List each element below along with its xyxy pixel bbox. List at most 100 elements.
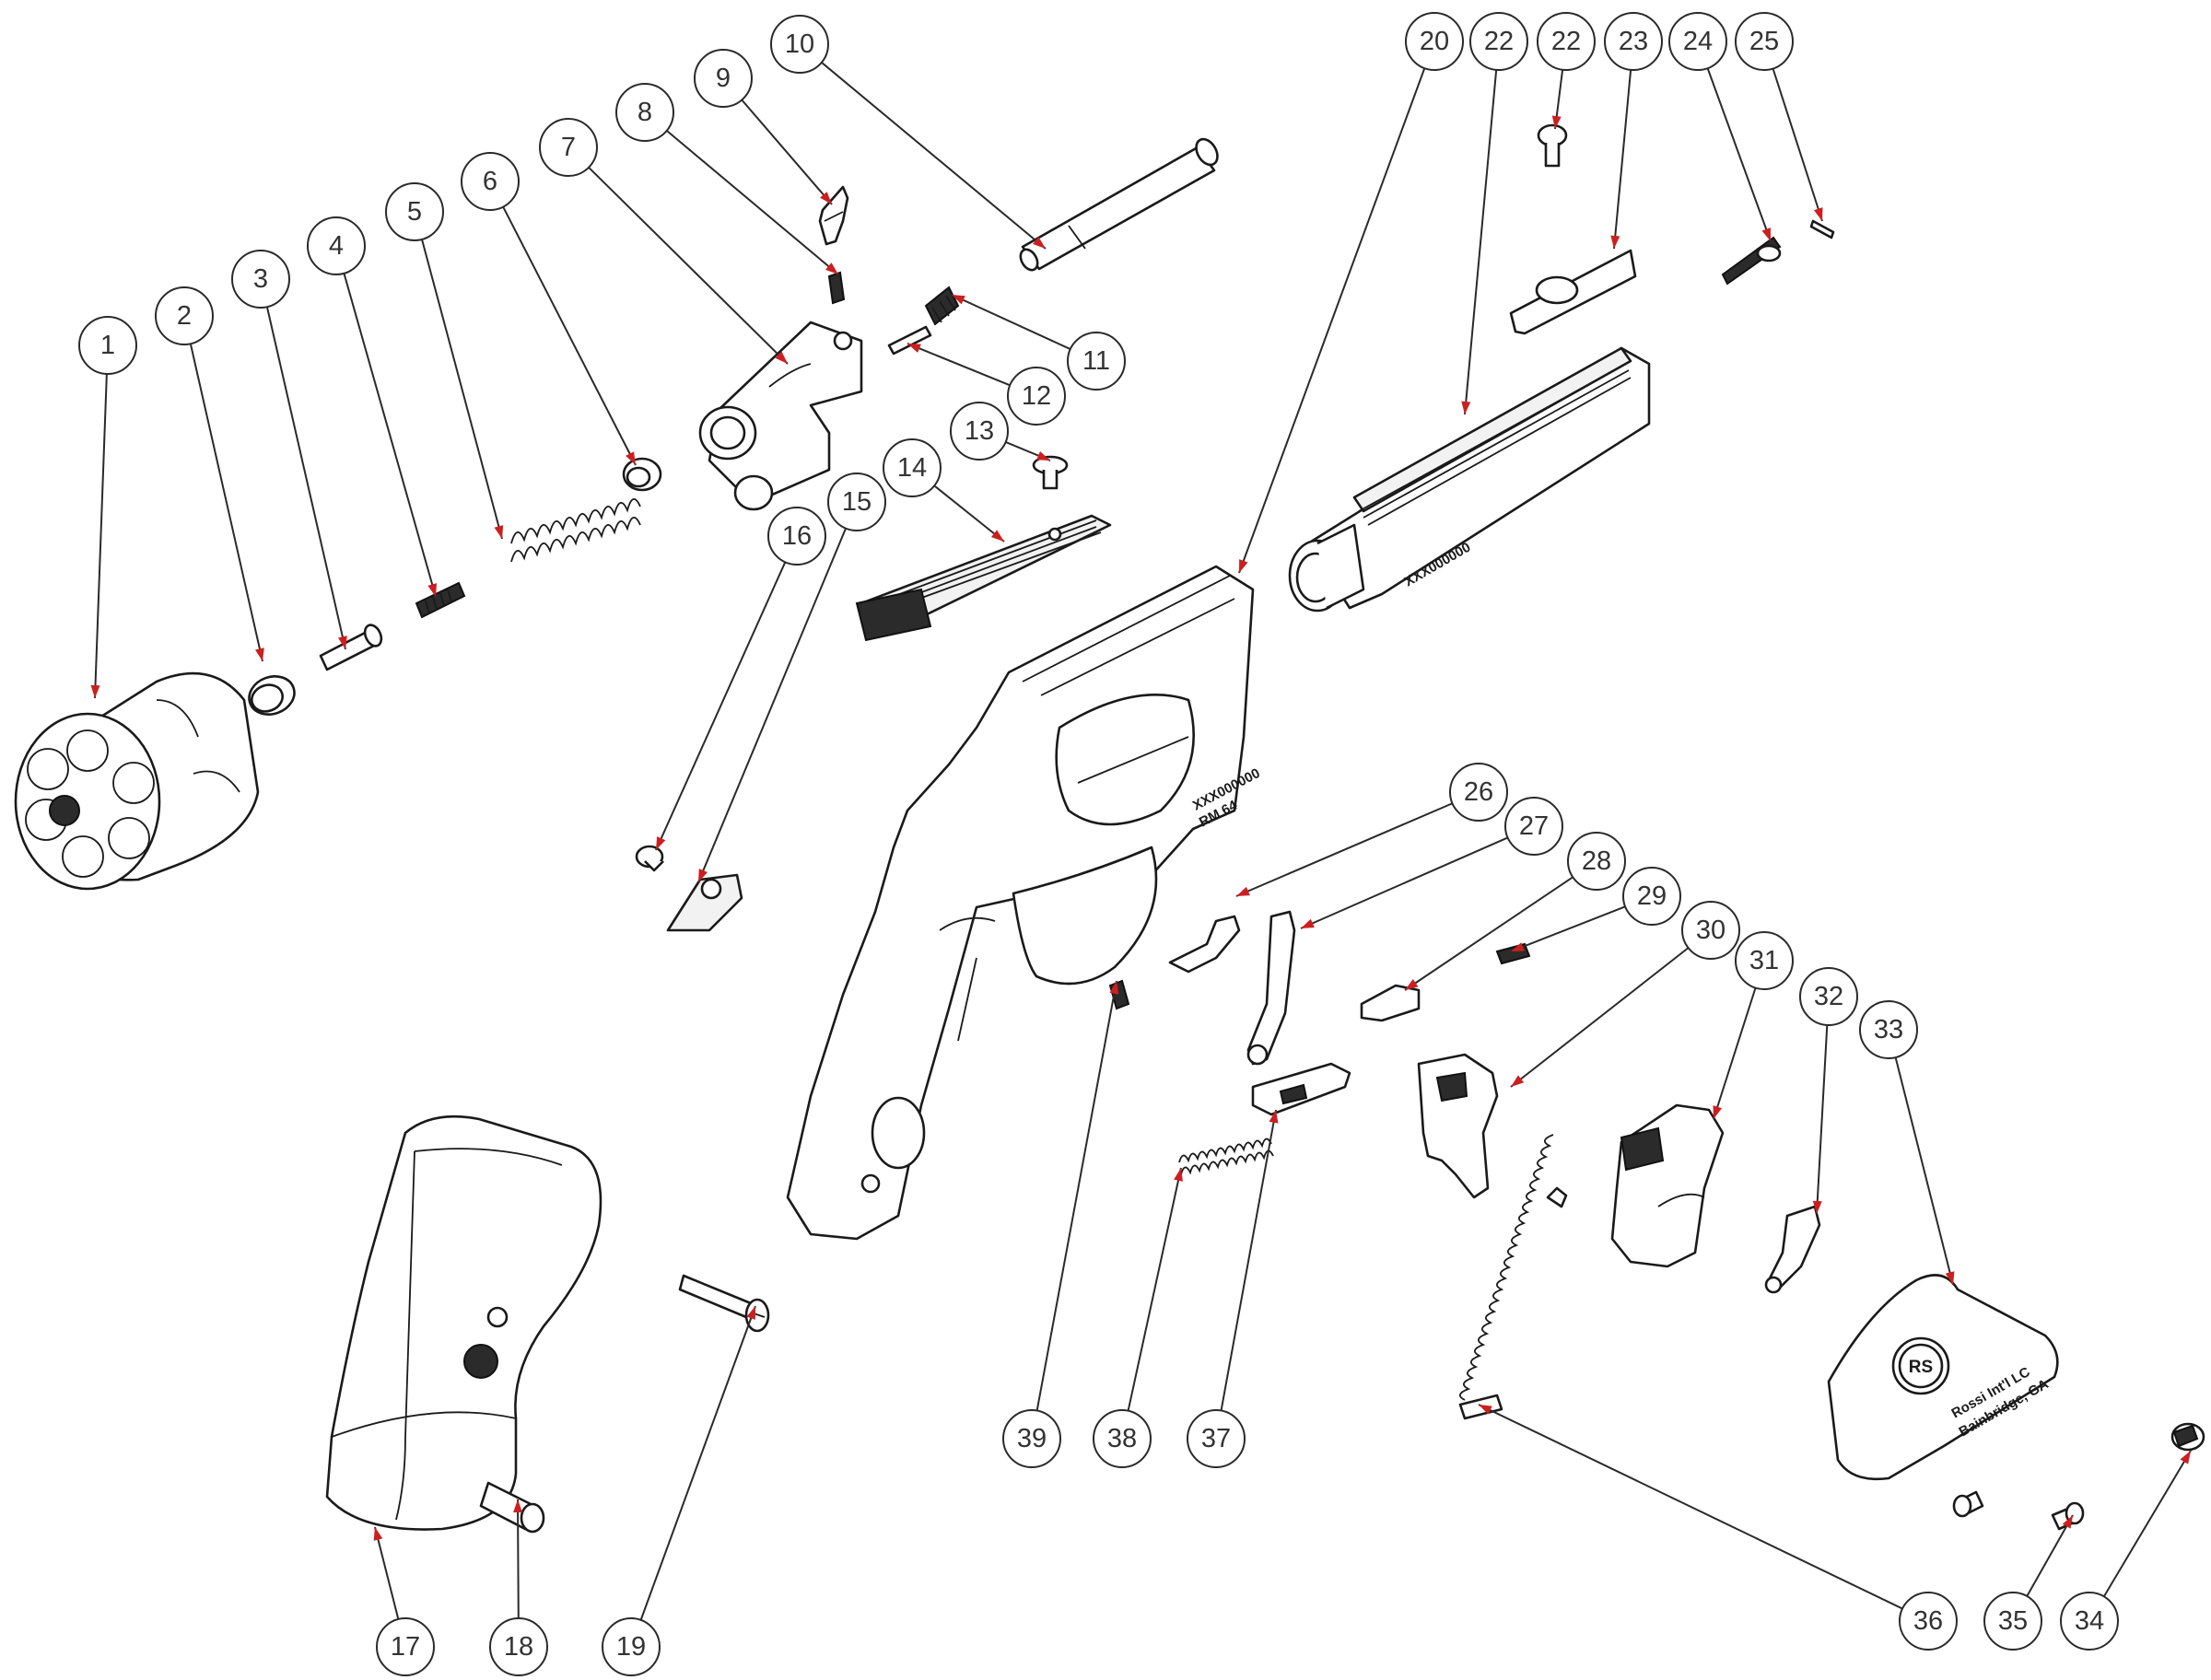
leader-line-5 [421,239,503,540]
callout-circle [694,49,753,108]
callout-27: 27 [1504,797,1563,856]
leader-line-25 [1772,68,1823,222]
callout-1: 1 [78,316,137,375]
leader-arrow-27 [1301,918,1315,928]
part-front-sight [1509,249,1637,335]
leader-arrow-19 [746,1306,755,1320]
callout-circle [539,118,598,177]
callout-circle [1899,1592,1958,1651]
callout-circle [1405,12,1464,71]
callout-label: 6 [483,167,497,196]
part-hammer-nose [1764,1205,1821,1294]
callout-22: 22 [1537,12,1596,71]
callout-label: 11 [1082,346,1110,376]
callout-circle [1504,797,1563,856]
leader-line-37 [1220,1109,1277,1411]
callout-circle [1735,12,1794,71]
callout-label: 37 [1201,1424,1231,1453]
callout-circle [1449,763,1508,822]
callout-35: 35 [1983,1592,2042,1651]
callout-label: 30 [1696,916,1726,945]
callout-circle [827,472,886,531]
leader-arrow-7 [775,351,788,364]
callout-9: 9 [694,49,753,108]
callout-circle [461,152,520,211]
callout-circle [1093,1409,1152,1468]
callout-label: 35 [1998,1606,2028,1636]
leader-arrow-29 [1511,942,1525,951]
leader-arrow-10 [1033,237,1046,249]
callout-24: 24 [1668,12,1727,71]
callout-39: 39 [1002,1409,1061,1468]
leader-line-34 [2102,1450,2192,1597]
callout-4: 4 [307,216,366,275]
part-sight-blade [1721,236,1782,286]
callout-circle [1622,867,1681,926]
leader-line-22 [1464,69,1498,415]
part-screw-13 [1032,455,1069,490]
leader-arrow-28 [1405,979,1419,990]
part-ejector-rod [1019,137,1219,272]
callout-circle [1735,931,1794,990]
callout-circle [489,1617,548,1676]
leader-line-38 [1127,1167,1182,1411]
callout-circle [1681,901,1740,960]
leader-arrow-4 [427,583,437,597]
callout-circle [615,83,674,142]
leader-line-29 [1510,905,1626,952]
callout-label: 18 [504,1632,533,1662]
leader-line-12 [907,343,1011,387]
leader-arrow-30 [1511,1075,1525,1087]
leader-arrow-36 [1479,1405,1492,1415]
callout-circle [1002,1409,1061,1468]
leader-arrow-2 [255,648,264,661]
callout-label: 9 [716,64,731,93]
leader-arrow-5 [494,525,504,539]
callout-circle [770,15,829,74]
callout-2: 2 [155,286,214,345]
sideplate-logo-text: RS [1909,1358,1933,1377]
callout-circle [950,402,1009,461]
leader-line-15 [697,528,848,883]
callout-circle [883,438,942,497]
leader-line-23 [1613,69,1632,250]
leader-arrow-15 [698,869,708,882]
leader-line-35 [2026,1514,2074,1597]
callout-label: 33 [1874,1015,1903,1044]
part-grip-screw [678,1274,770,1333]
callout-label: 3 [253,264,268,294]
callout-circle [1604,12,1663,71]
callout-circle [307,216,366,275]
callout-label: 14 [897,453,927,483]
callout-32: 32 [1799,967,1858,1026]
part-spring-11 [924,286,960,326]
callout-18: 18 [489,1617,548,1676]
leader-arrow-24 [1761,228,1771,241]
callout-label: 16 [782,521,812,551]
leader-arrow-22 [1461,401,1471,414]
callout-12: 12 [1007,367,1066,426]
part-set-screw-8 [827,271,846,305]
leader-arrow-25 [1813,207,1823,221]
callout-31: 31 [1735,931,1794,990]
callout-circle [78,316,137,375]
part-hammer [1610,1103,1725,1268]
leader-line-33 [1894,1056,1954,1286]
callout-circle [602,1617,661,1676]
part-barrel-screw [1537,123,1568,168]
leader-arrow-34 [2180,1451,2191,1464]
part-frame [786,565,1255,1241]
leader-arrow-18 [513,1499,523,1513]
callout-label: 27 [1519,811,1549,841]
callout-label: 34 [2075,1606,2104,1636]
leader-line-28 [1404,876,1573,991]
part-cylinder [14,671,260,891]
leader-arrow-8 [825,262,838,274]
leader-arrow-9 [820,192,832,204]
leader-line-39 [1035,980,1117,1411]
part-latch [818,185,849,246]
callout-circle [231,250,290,309]
part-grip [325,1114,602,1531]
part-crane-yoke [698,321,863,511]
callout-label: 24 [1683,27,1713,56]
